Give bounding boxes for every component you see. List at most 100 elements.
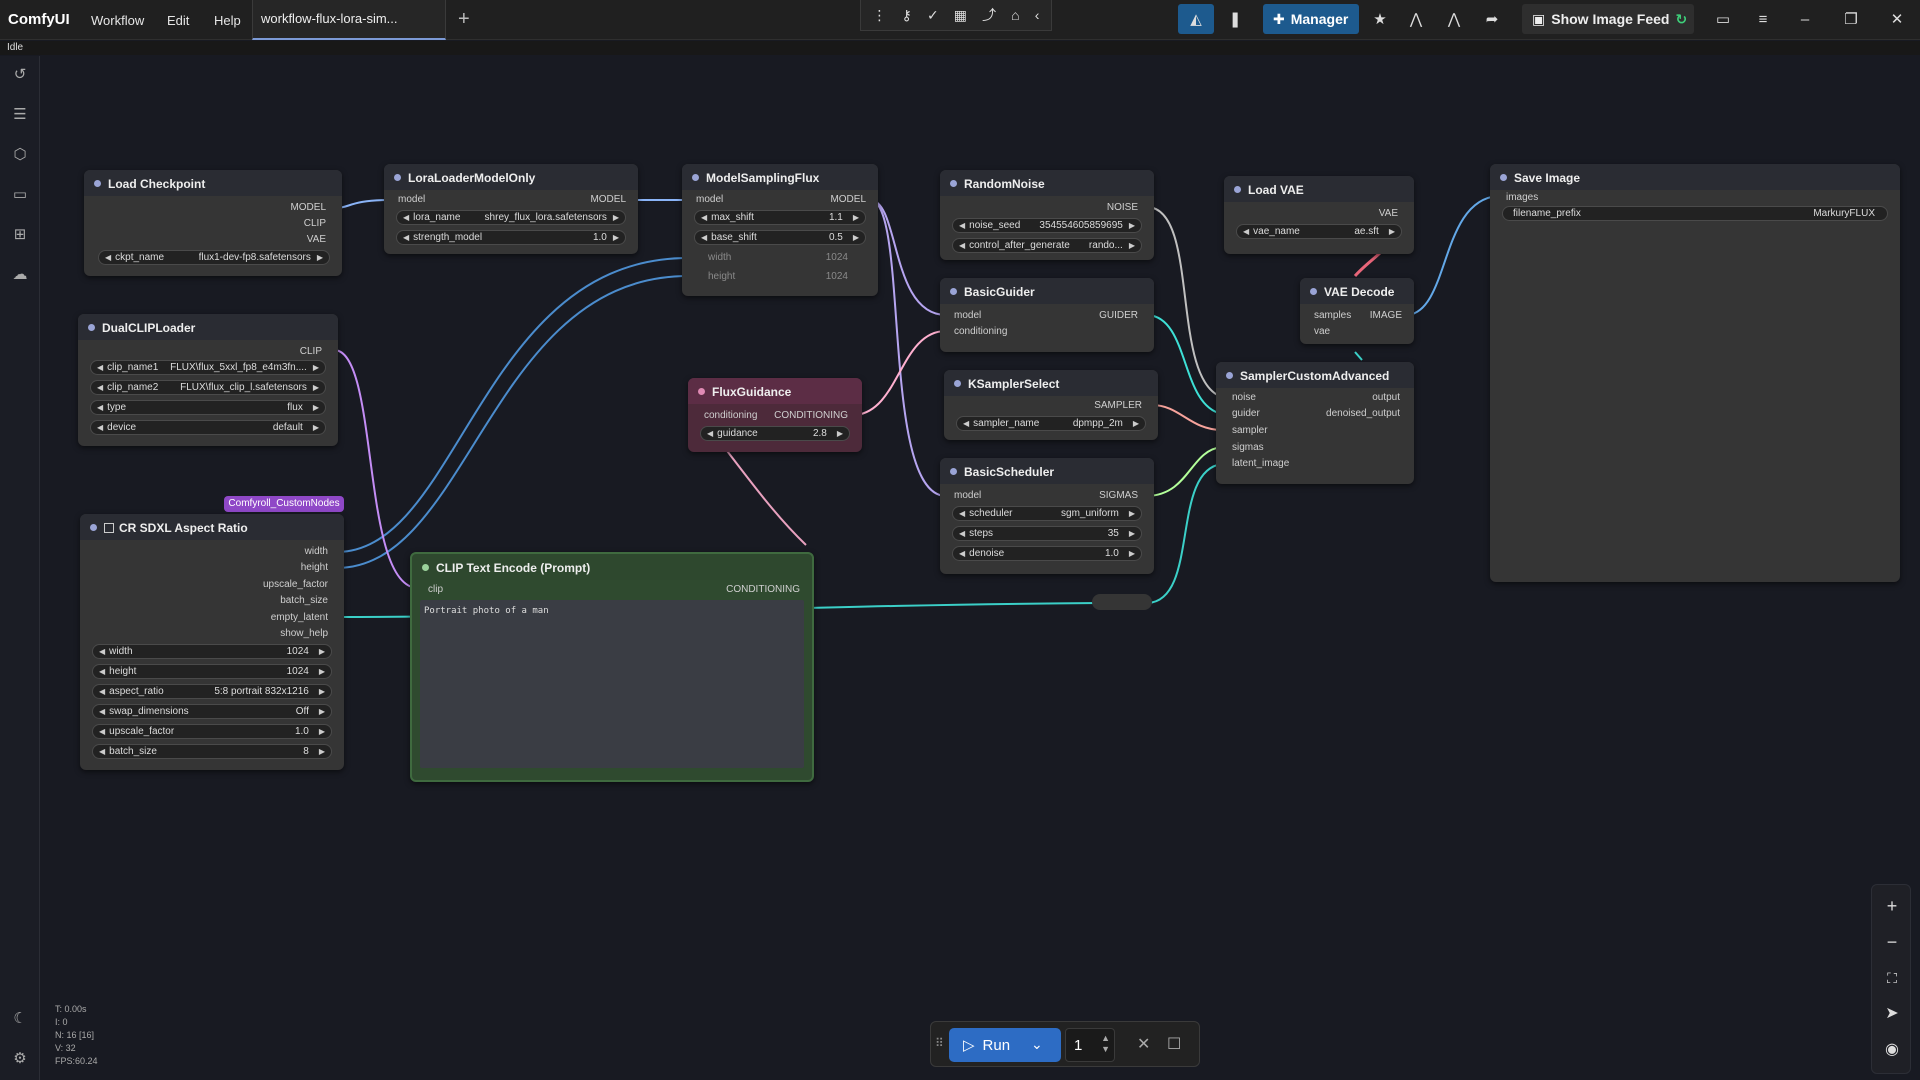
node-title[interactable]: BasicGuider xyxy=(940,278,1154,304)
output-conditioning[interactable]: CONDITIONING xyxy=(774,410,848,421)
input-model[interactable]: model xyxy=(954,310,982,321)
input-conditioning[interactable]: conditioning xyxy=(704,410,758,421)
node-cr-sdxl-aspect-ratio[interactable]: CR SDXL Aspect Ratio width height upscal… xyxy=(80,514,344,770)
chart-icon[interactable]: ⤴ xyxy=(982,7,997,23)
node-sampler-custom-advanced[interactable]: SamplerCustomAdvanced noise guider sampl… xyxy=(1216,362,1414,484)
node-title[interactable]: RandomNoise xyxy=(940,170,1154,196)
folder-icon[interactable]: ▭ xyxy=(12,186,28,203)
settings-icon[interactable]: ⚙ xyxy=(13,1050,27,1067)
check-circle-icon[interactable]: ✓ xyxy=(926,6,939,23)
node-title[interactable]: ModelSamplingFlux xyxy=(682,164,878,190)
node-load-checkpoint[interactable]: Load Checkpoint MODEL CLIP VAE ◀ckpt_nam… xyxy=(84,170,342,276)
input-sigmas[interactable]: sigmas xyxy=(1232,442,1264,453)
output-noise[interactable]: NOISE xyxy=(1106,202,1138,213)
output-sampler[interactable]: SAMPLER xyxy=(1094,400,1142,411)
image-feed-button[interactable]: ▣Show Image Feed↻ xyxy=(1522,4,1694,34)
share-icon[interactable]: ➦ xyxy=(1485,11,1499,28)
hamburger-icon[interactable]: ≡ xyxy=(1758,10,1768,28)
stepper-icon[interactable]: ▲▼ xyxy=(1101,1033,1110,1054)
cube-icon[interactable]: ⬡ xyxy=(13,146,27,163)
node-title[interactable]: VAE Decode xyxy=(1300,278,1414,304)
pointer-icon[interactable]: ➤ xyxy=(1885,1005,1899,1022)
star-icon[interactable]: ★ xyxy=(1373,11,1387,28)
node-clip-text-encode[interactable]: CLIP Text Encode (Prompt) clip CONDITION… xyxy=(410,552,814,782)
collapse-icon[interactable]: ‹ xyxy=(1034,7,1040,23)
restore-icon[interactable]: ❐ xyxy=(1844,11,1858,28)
input-samples[interactable]: samples xyxy=(1314,310,1352,321)
prompt-textarea[interactable]: Portrait photo of a man xyxy=(420,600,804,768)
node-title[interactable]: CR SDXL Aspect Ratio xyxy=(80,514,344,540)
bookmark-icon[interactable]: ❚ xyxy=(1228,11,1242,28)
cancel-icon[interactable]: ✕ xyxy=(1137,1036,1151,1053)
panel-icon[interactable]: ▭ xyxy=(1715,11,1731,28)
output-empty-latent[interactable]: empty_latent xyxy=(270,612,328,623)
drag-handle-icon[interactable]: ⠿ xyxy=(935,1036,944,1050)
output-width[interactable]: width xyxy=(304,546,328,557)
manager-button[interactable]: ✚Manager xyxy=(1263,4,1359,34)
github-icon[interactable]: ⌂ xyxy=(1011,7,1020,23)
eye-icon[interactable]: ◉ xyxy=(1885,1041,1899,1058)
history-icon[interactable]: ↺ xyxy=(13,66,27,83)
output-conditioning[interactable]: CONDITIONING xyxy=(726,584,800,595)
output-vae[interactable]: VAE xyxy=(306,234,326,245)
stop-icon[interactable]: ☐ xyxy=(1167,1036,1182,1053)
node-vae-decode[interactable]: VAE Decode samples vae IMAGE xyxy=(1300,278,1414,344)
menu-edit[interactable]: Edit xyxy=(167,13,190,28)
key-icon[interactable]: ⚷ xyxy=(901,6,912,23)
node-title[interactable]: Save Image xyxy=(1490,164,1900,190)
batch-count-input[interactable]: 1▲▼ xyxy=(1065,1028,1115,1062)
node-lora-loader[interactable]: LoraLoaderModelOnly model MODEL ◀lora_na… xyxy=(384,164,638,254)
node-title[interactable]: SamplerCustomAdvanced xyxy=(1216,362,1414,388)
node-flux-guidance[interactable]: FluxGuidance conditioning CONDITIONING ◀… xyxy=(688,378,862,452)
moon-icon[interactable]: ☾ xyxy=(13,1010,27,1027)
output-output[interactable]: output xyxy=(1372,392,1400,403)
model-icon-b[interactable]: ⋀ xyxy=(1447,11,1461,28)
run-button[interactable]: ▷Run xyxy=(949,1028,1061,1062)
run-options-chevron-icon[interactable]: ⌄ xyxy=(1031,1036,1043,1052)
triangle-ruler-icon[interactable]: ◭ xyxy=(1178,4,1214,34)
menu-workflow[interactable]: Workflow xyxy=(91,13,145,28)
nodes-icon[interactable]: ⊞ xyxy=(13,226,27,243)
new-tab-button[interactable]: + xyxy=(458,8,470,30)
input-clip[interactable]: clip xyxy=(428,584,444,595)
menu-help[interactable]: Help xyxy=(214,13,241,28)
input-conditioning[interactable]: conditioning xyxy=(954,326,1008,337)
node-title[interactable]: Load VAE xyxy=(1224,176,1414,202)
input-model[interactable]: model xyxy=(398,194,426,205)
zoom-in-icon[interactable]: + xyxy=(1886,896,1898,916)
node-title[interactable]: KSamplerSelect xyxy=(944,370,1158,396)
input-latent-image[interactable]: latent_image xyxy=(1232,458,1290,469)
reroute-node[interactable] xyxy=(1092,594,1152,610)
output-height[interactable]: height xyxy=(300,562,328,573)
minimize-icon[interactable]: – xyxy=(1800,10,1810,28)
output-guider[interactable]: GUIDER xyxy=(1099,310,1138,321)
input-sampler[interactable]: sampler xyxy=(1232,425,1268,436)
output-image[interactable]: IMAGE xyxy=(1369,310,1402,321)
workflow-tab[interactable]: workflow-flux-lora-sim... xyxy=(252,0,446,40)
node-title[interactable]: FluxGuidance xyxy=(688,378,862,404)
output-denoised[interactable]: denoised_output xyxy=(1326,408,1400,419)
zoom-out-icon[interactable]: − xyxy=(1886,932,1898,952)
